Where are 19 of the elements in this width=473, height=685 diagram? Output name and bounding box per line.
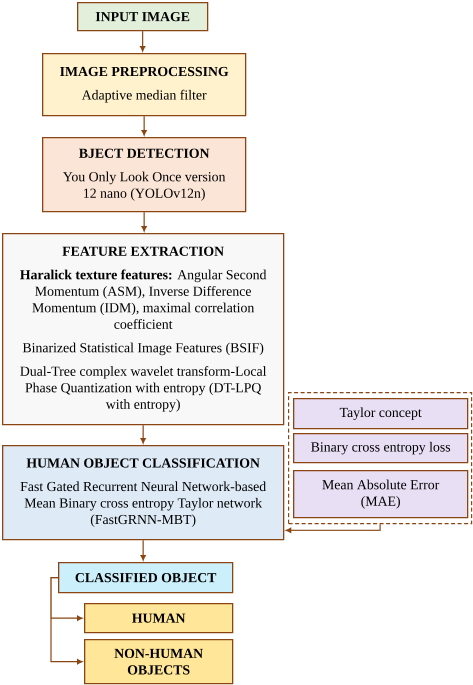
process-box: NON-HUMAN OBJECTS bbox=[84, 639, 234, 684]
process-box: FEATURE EXTRACTION Haralick texture features: Angular Second Momentum (ASM), Inverse Difference Momentum (IDM), maximal correlation coefficient Binarized Statistical Image Features (BSIF) Dual-Tree complex wavelet transform-Local Phase Quantization with entropy (DT-LPQ with entropy) bbox=[2, 233, 284, 426]
process-box: BJECT DETECTION You Only Look Once version 12 nano (YOLOv12n) bbox=[42, 137, 246, 212]
dashed-frame bbox=[288, 392, 472, 524]
elbow-arrow bbox=[286, 524, 381, 533]
arrow bbox=[141, 212, 147, 232]
process-box: HUMAN OBJECT CLASSIFICATION Fast Gated Recurrent Neural Network-based Mean Binary cross entropy Taylor network (FastGRNN-MBT) bbox=[2, 445, 284, 540]
process-box: IMAGE PREPROCESSING Adaptive median filter bbox=[42, 53, 246, 116]
branch-arrow bbox=[50, 577, 83, 664]
process-box: CLASSIFIED OBJECT bbox=[58, 562, 234, 594]
process-box: INPUT IMAGE bbox=[77, 2, 208, 32]
component-box: Taylor concept bbox=[293, 398, 468, 430]
component-box: Binary cross entropy loss bbox=[293, 433, 468, 464]
arrow bbox=[140, 31, 146, 52]
arrow bbox=[140, 540, 146, 561]
arrow bbox=[141, 116, 147, 136]
component-box: Mean Absolute Error (MAE) bbox=[293, 470, 468, 518]
arrow bbox=[140, 425, 146, 444]
process-box: HUMAN bbox=[84, 603, 234, 634]
